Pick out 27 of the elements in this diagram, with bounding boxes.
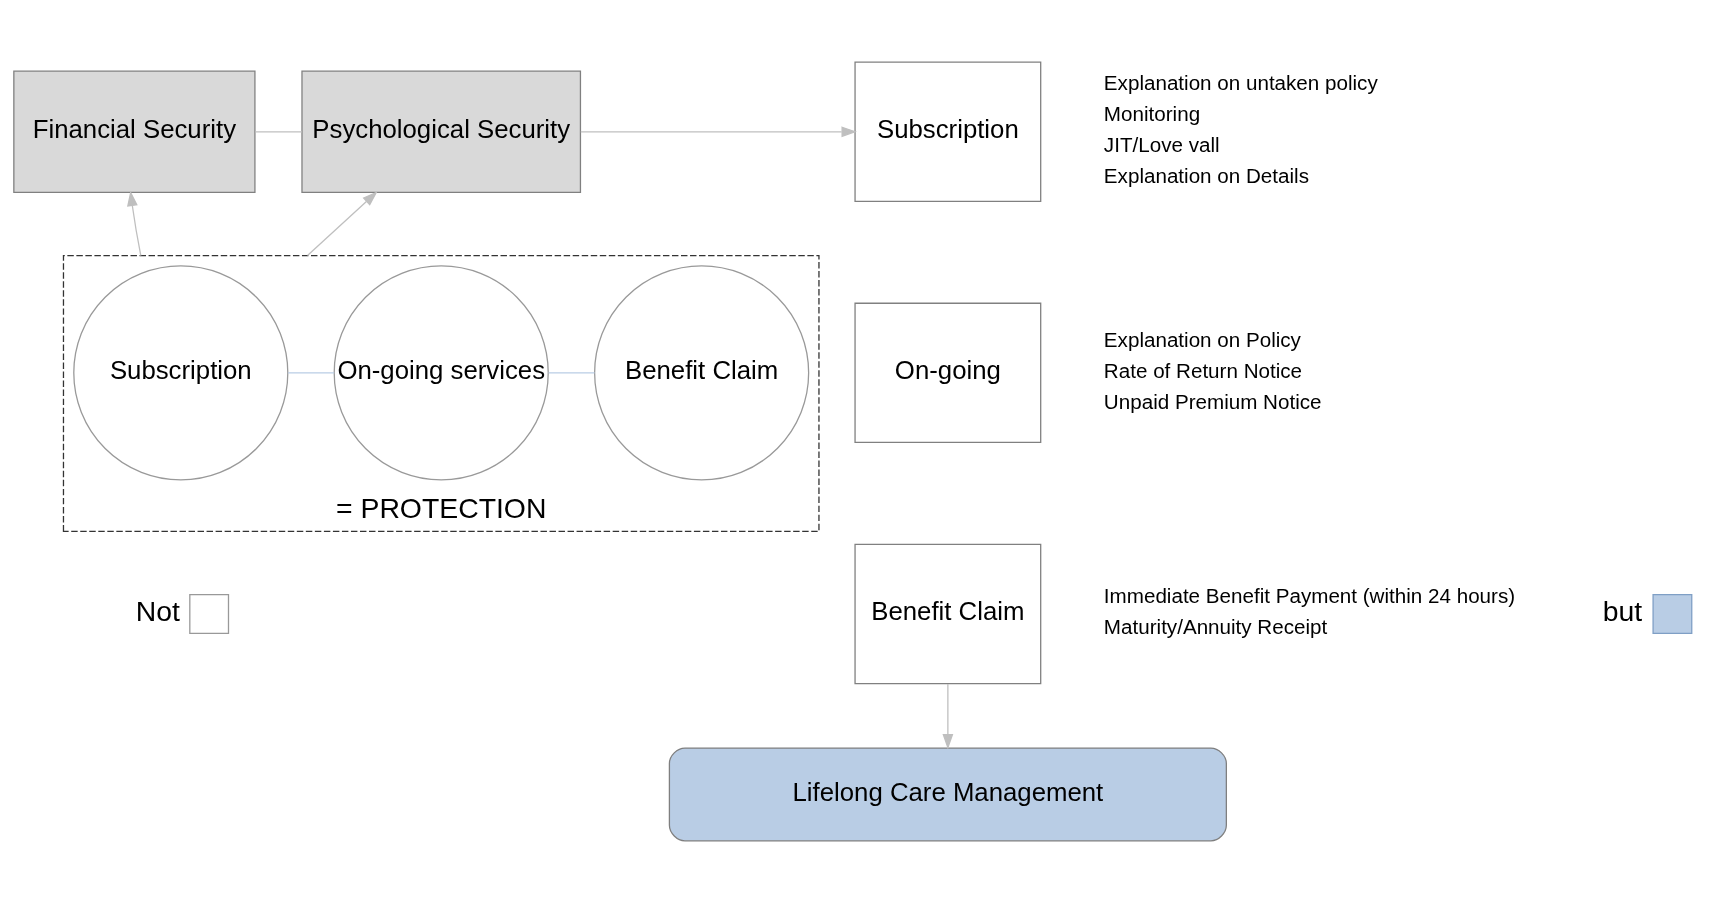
node-box: Lifelong Care Management — [668, 747, 1227, 842]
node-box: Subscription — [854, 61, 1042, 203]
node-circle: On-going services — [333, 265, 549, 481]
connector — [254, 131, 303, 133]
node-label: Maturity/Annuity Receipt — [1103, 615, 1328, 639]
node-label: JIT/Love vall — [1103, 133, 1220, 157]
node-label: Explanation on Policy — [1103, 327, 1301, 351]
node-label: Explanation on untaken policy — [1103, 71, 1378, 95]
arrow — [127, 190, 142, 257]
connector — [547, 372, 596, 374]
node-box: Psychological Security — [301, 70, 582, 193]
node-circle: Benefit Claim — [594, 265, 810, 481]
arrow — [306, 191, 378, 257]
node-box: Financial Security — [13, 70, 256, 193]
node-circle: Subscription — [73, 265, 289, 481]
legend-label: but — [1602, 595, 1643, 628]
legend-label: Not — [135, 595, 180, 628]
node-label: Immediate Benefit Payment (within 24 hours) — [1103, 584, 1516, 608]
arrow — [580, 126, 857, 138]
arrow — [942, 683, 954, 750]
node-label: Unpaid Premium Notice — [1103, 389, 1322, 413]
node-label: Monitoring — [1103, 102, 1201, 126]
node-box: Benefit Claim — [854, 543, 1042, 685]
node-box: On-going — [854, 302, 1042, 444]
node-label: Explanation on Details — [1103, 164, 1309, 188]
connector — [287, 372, 335, 374]
node-label: Rate of Return Notice — [1103, 358, 1303, 382]
